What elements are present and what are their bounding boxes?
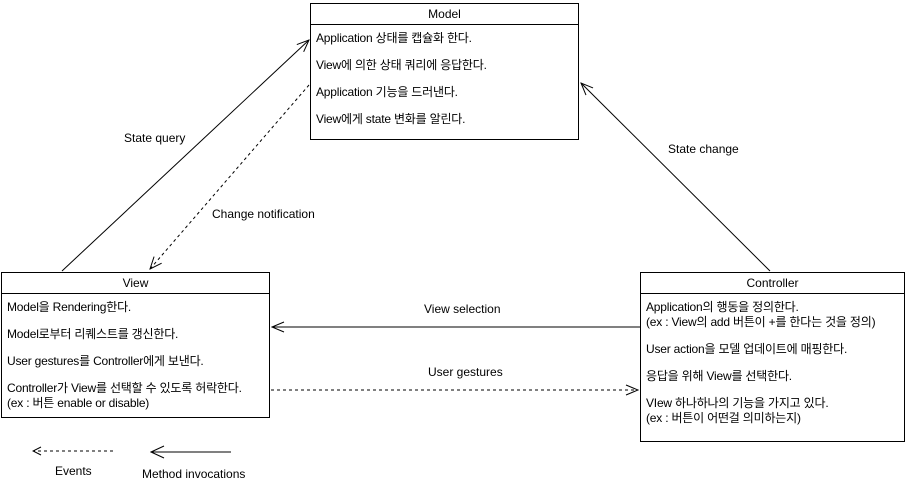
view-item-4: Controller가 View를 선택할 수 있도록 허락한다. (ex : … [7,381,242,410]
view-item-3: User gestures를 Controller에게 보낸다. [7,354,204,368]
controller-node-body: Application의 행동을 정의한다. (ex : View의 add 버… [641,294,904,432]
model-item-1: Application 상태를 캡슐화 한다. [316,31,472,45]
view-item-1: Model을 Rendering한다. [7,300,132,314]
model-node-body: Application 상태를 캡슐화 한다. View에 의한 상태 쿼리에 … [311,25,578,133]
state-query-arrow [61,40,309,272]
change-notification-arrow [150,84,310,269]
model-item-2: View에 의한 상태 쿼리에 응답한다. [316,58,487,72]
change-notification-label: Change notification [212,207,315,221]
user-gestures-label: User gestures [428,365,503,379]
controller-item-3: 응답을 위해 View를 선택한다. [646,369,792,383]
legend-method-invocations-label: Method invocations [142,467,246,481]
controller-item-4: VIew 하나하나의 기능을 가지고 있다. (ex : 버튼이 어떤걸 의미하… [646,396,829,425]
model-node-title: Model [311,4,578,25]
view-node-body: Model을 Rendering한다. Model로부터 리퀘스트를 갱신한다.… [2,294,269,417]
view-selection-label: View selection [424,302,501,316]
controller-node-title: Controller [641,273,904,294]
model-item-4: View에게 state 변화를 알린다. [316,112,466,126]
state-change-arrow [581,83,771,272]
controller-node: Controller Application의 행동을 정의한다. (ex : … [640,272,905,442]
model-node: Model Application 상태를 캡슐화 한다. View에 의한 상… [310,3,579,140]
state-change-label: State change [668,142,739,156]
model-item-3: Application 기능을 드러낸다. [316,85,458,99]
legend-events-label: Events [55,464,92,478]
state-query-label: State query [124,131,186,145]
view-item-2: Model로부터 리퀘스트를 갱신한다. [7,327,179,341]
controller-item-1: Application의 행동을 정의한다. (ex : View의 add 버… [646,300,876,329]
controller-item-2: User action을 모델 업데이트에 매핑한다. [646,342,848,356]
view-node-title: View [2,273,269,294]
view-node: View Model을 Rendering한다. Model로부터 리퀘스트를 … [1,272,270,418]
